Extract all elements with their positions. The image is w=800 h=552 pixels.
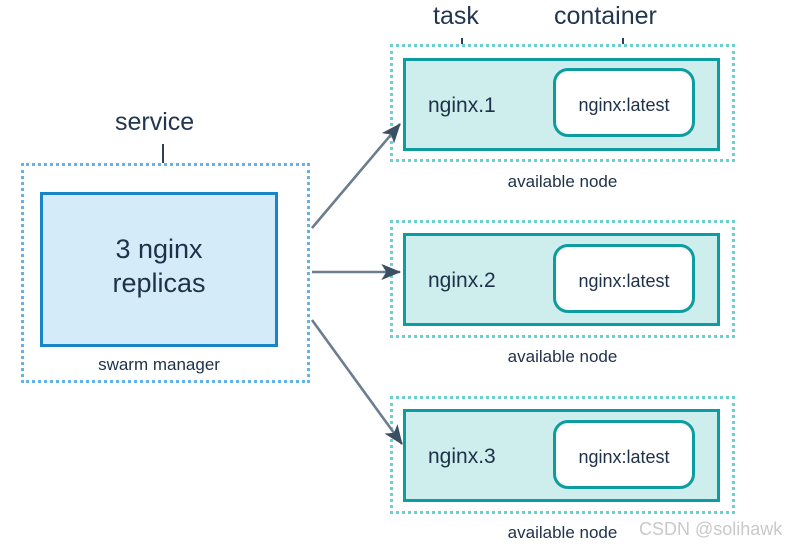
annotation-label-container: container [554, 2, 657, 30]
service-replicas-line1: 3 nginx [115, 234, 203, 264]
container-label-1: nginx:latest [578, 95, 670, 115]
service-replicas-line2: replicas [112, 268, 206, 298]
annotation-label-service: service [115, 108, 195, 136]
task-label-3: nginx.3 [428, 445, 496, 468]
task-label-1: nginx.1 [428, 94, 496, 117]
service-box-text: 3 nginx replicas [40, 232, 278, 300]
container-box-3[interactable] [553, 420, 695, 489]
available-node-caption-1: available node [507, 172, 618, 191]
watermark-text: CSDN @solihawk [639, 519, 783, 539]
service-box[interactable] [40, 192, 278, 347]
container-box-2[interactable] [553, 244, 695, 313]
available-node-caption-2: available node [507, 347, 618, 366]
swarm-manager-caption: swarm manager [98, 355, 220, 374]
arrow-service-to-node-1 [311, 123, 401, 229]
arrow-service-to-node-3 [310, 319, 404, 445]
container-label-2: nginx:latest [578, 271, 670, 291]
container-label-3: nginx:latest [578, 447, 670, 467]
available-node-caption-3: available node [507, 523, 618, 542]
task-label-2: nginx.2 [428, 269, 496, 292]
container-box-1[interactable] [553, 68, 695, 137]
annotation-label-task: task [433, 2, 479, 30]
